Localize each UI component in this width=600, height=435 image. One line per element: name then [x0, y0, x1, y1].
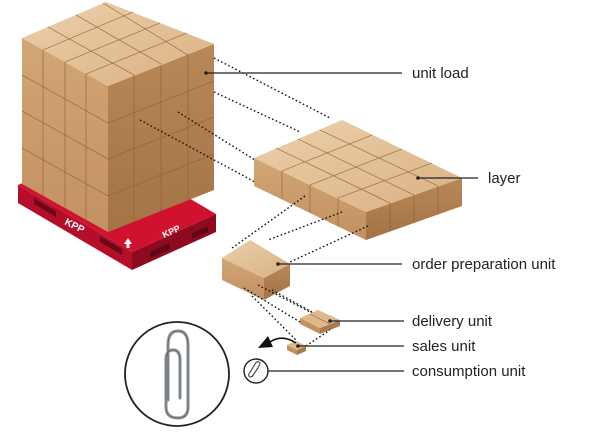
delivery-unit-graphic: [300, 310, 340, 334]
leader-dot: [204, 71, 208, 75]
leader-lines: [206, 72, 478, 372]
projection-lines-layer-to-order: [231, 195, 369, 263]
consumption-unit-small: [243, 358, 269, 384]
unit-load-grid: [21, 2, 215, 221]
sales-unit-graphic: [287, 341, 306, 355]
unit-load-graphic: KPP KPP: [18, 2, 216, 270]
layer-graphic: [254, 120, 462, 240]
leader-dot: [276, 262, 280, 266]
leader-dot: [296, 344, 300, 348]
label-delivery-unit: delivery unit: [412, 313, 493, 330]
label-sales-unit: sales unit: [412, 338, 476, 355]
label-unit-load: unit load: [412, 65, 469, 82]
projection-lines-order-to-delivery: [243, 284, 331, 341]
label-order-preparation-unit: order preparation unit: [412, 256, 556, 273]
curved-arrow-icon: [258, 336, 297, 348]
paperclip-icon: [248, 361, 261, 378]
order-preparation-unit-graphic: [222, 240, 290, 300]
leader-dot: [416, 176, 420, 180]
label-consumption-unit: consumption unit: [412, 363, 526, 380]
consumption-unit-zoom: [124, 321, 230, 427]
projection-lines-load-to-layer: [139, 57, 331, 183]
label-layer: layer: [488, 170, 521, 187]
leader-dot: [328, 319, 332, 323]
projection-line-delivery-to-sales: [305, 329, 331, 347]
up-arrow-icon: [124, 238, 132, 248]
